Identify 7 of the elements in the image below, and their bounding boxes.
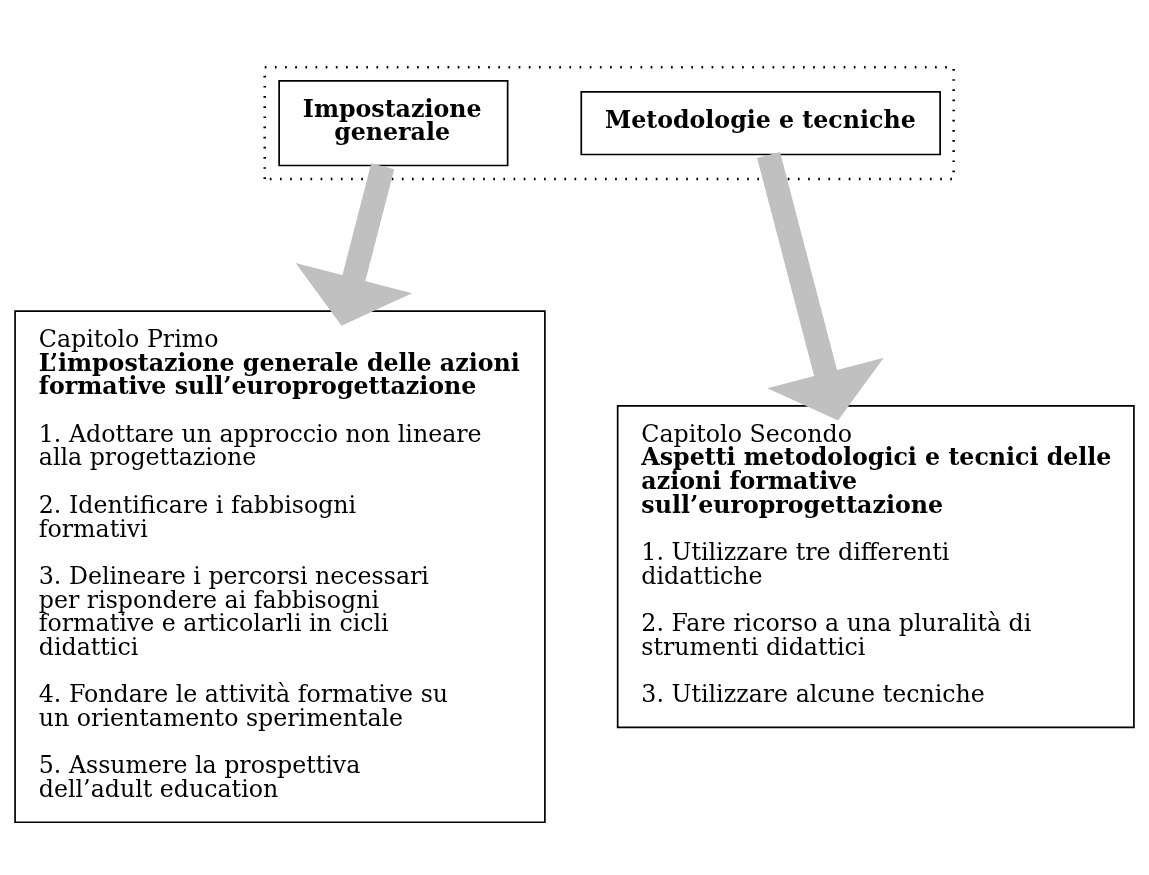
arrow <box>295 162 413 326</box>
cluster <box>263 65 955 180</box>
arrow <box>757 151 884 421</box>
node-box: Capitolo Primo L’impostazione generale delle azioni formative sull’europrogettazione 1. Adottare un approccio non lineare alla progettazione 2. Identificare i fabbisogni formativi 3. Delineare i percorsi necessari per rispondere ai fabbisogni formative e articolarli in cicli didattici 4. Fondare le attività formative su un orientamento sperimentale 5. Assumere la prospettiva dell’adult education <box>14 309 546 823</box>
node-box: Capitolo Secondo Aspetti metodologici e tecnici delle azioni formative sull’europrogettazione 1. Utilizzare tre differenti didattiche 2. Fare ricorso a una pluralità di strumenti didattici 3. Utilizzare alcune tecniche <box>616 404 1135 728</box>
node-box: Impostazione generale <box>278 79 509 166</box>
node-box: Metodologie e tecniche <box>580 90 941 155</box>
